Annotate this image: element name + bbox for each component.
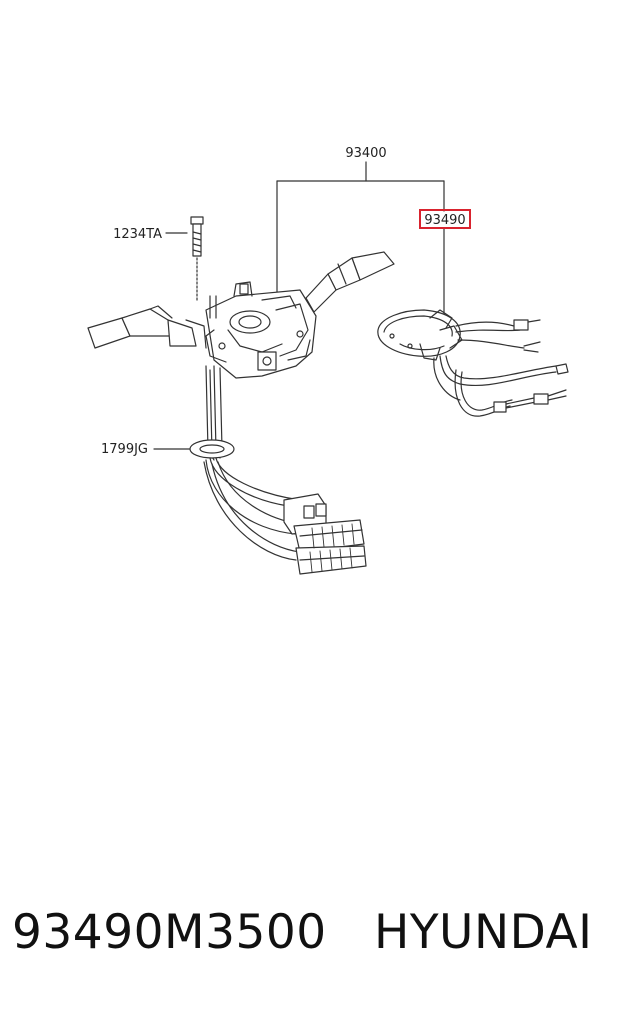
footer: 93490M3500 HYUNDAI [0,905,620,975]
leader-lines [153,161,445,450]
combination-switch-assembly [87,251,395,575]
label-bolt: 1234TA [113,227,162,242]
label-highlighted-part[interactable]: 93490 [424,213,465,228]
label-assembly: 93400 [345,146,386,161]
highlight-box [419,209,471,229]
bolt-part [190,216,204,301]
brand-name: HYUNDAI [374,905,593,960]
clock-spring-part [377,309,569,417]
label-clip: 1799JG [101,442,148,457]
part-number: 93490M3500 [12,905,327,960]
